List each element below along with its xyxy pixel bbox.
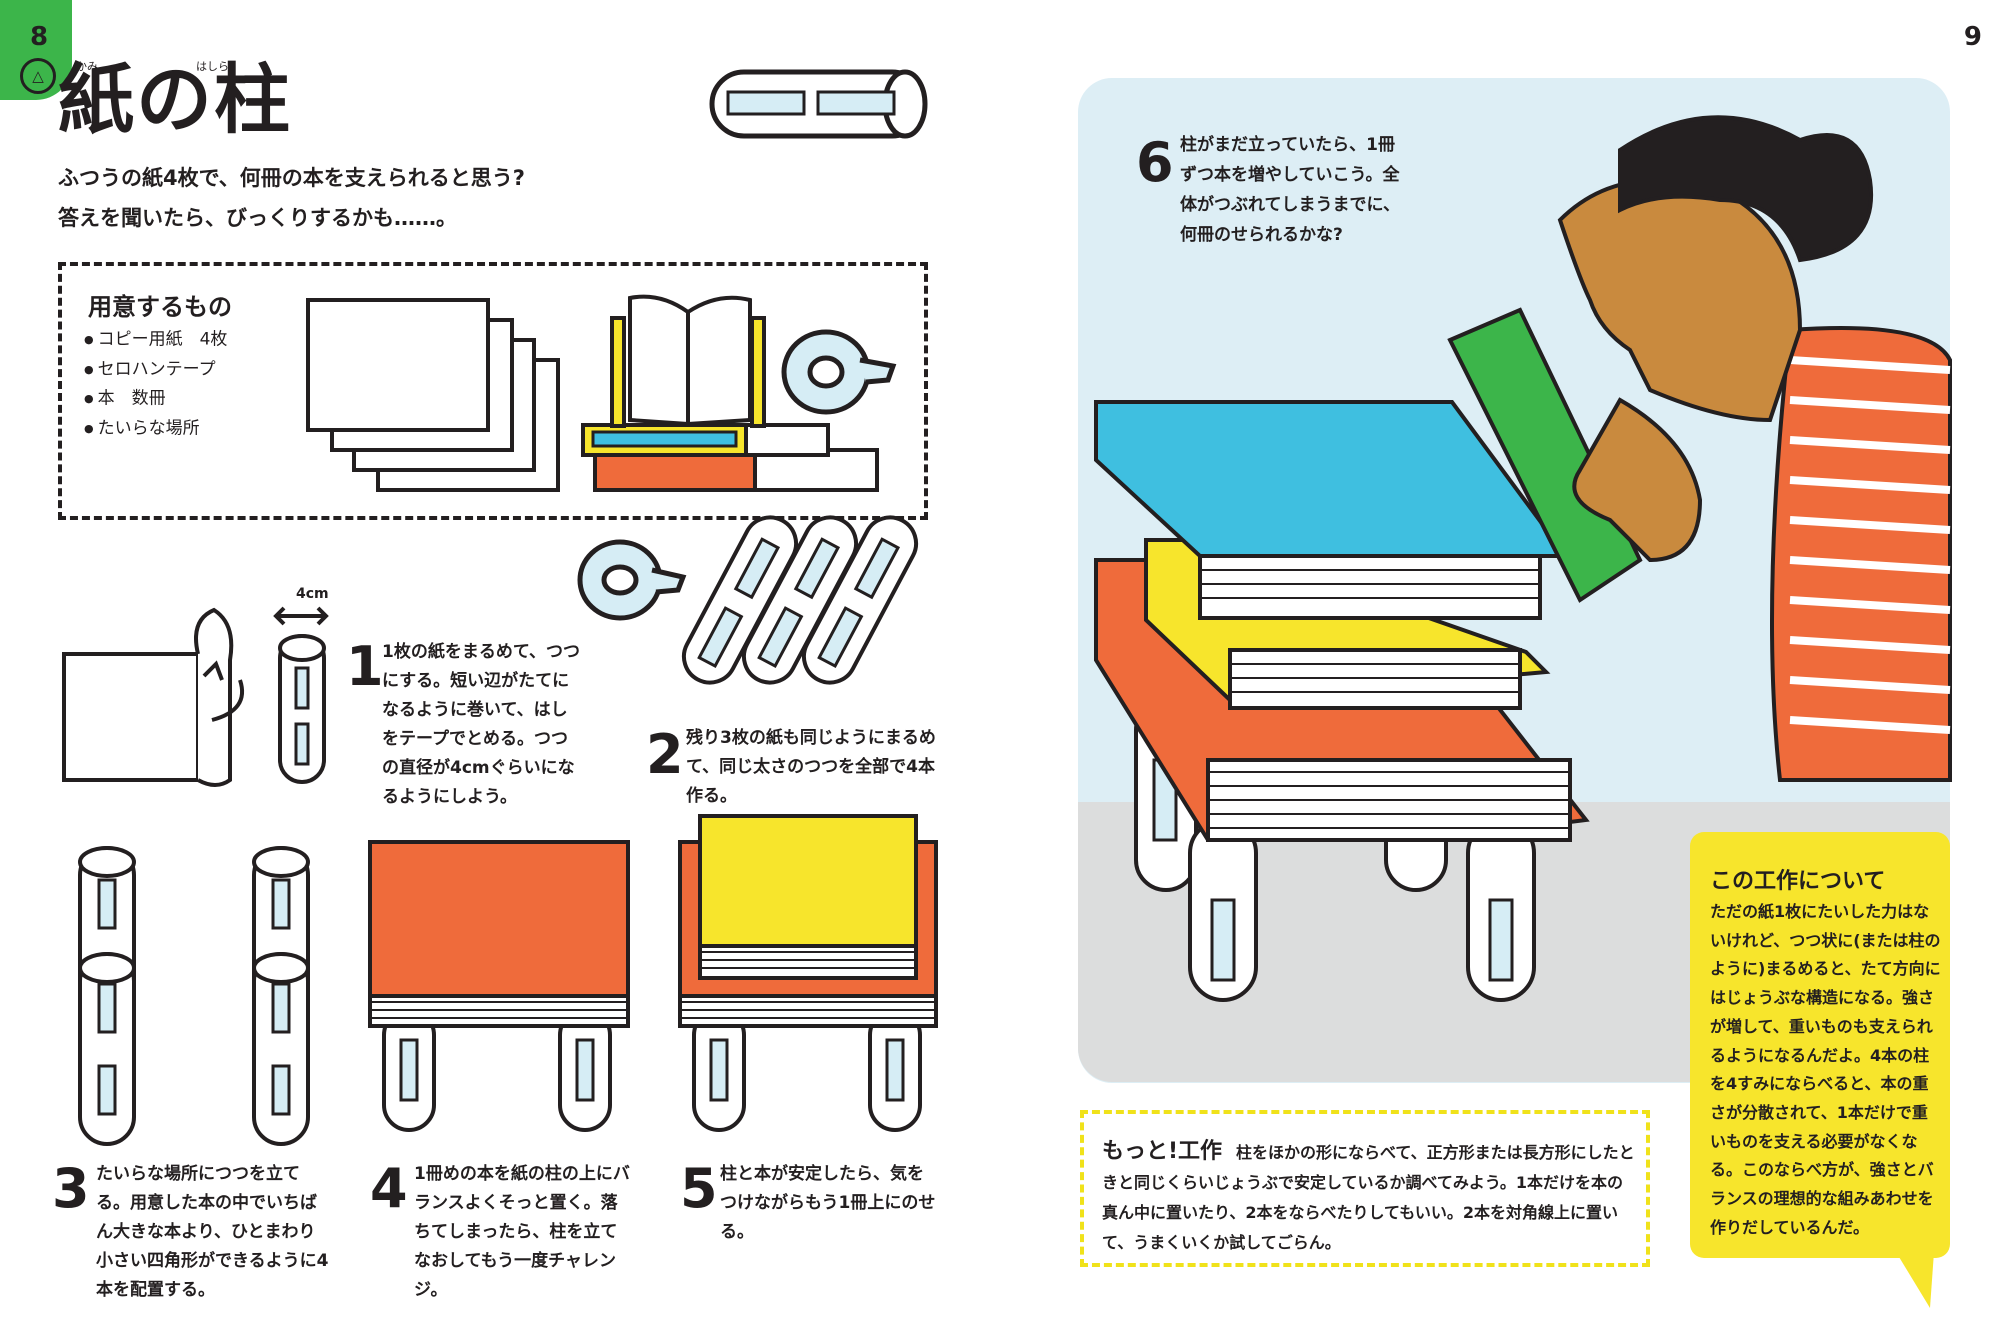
- tape-roll-illustration: [577, 539, 687, 621]
- list-item: コピー用紙 4枚: [84, 325, 228, 355]
- three-tubes-illustration: [681, 515, 919, 685]
- two-books-on-pillars-illustration: [678, 814, 938, 1132]
- title-ruby-hashira: はしら: [196, 60, 229, 73]
- list-item: セロハンテープ: [84, 355, 227, 385]
- step-4-text: 1冊めの本を紙の柱の上にバランスよくそっと置く。落ちてしまったら、柱を立てなおし…: [414, 1164, 630, 1300]
- materials-list: コピー用紙 4枚 セロハンテープ 本 数冊 たいらな場所: [84, 325, 228, 444]
- materials-box: [58, 262, 928, 520]
- step-6-text: 柱がまだ立っていたら、1冊ずつ本を増やしていこう。全体がつぶれてしまうまでに、何…: [1180, 135, 1400, 245]
- page-number-right: 9: [1963, 22, 1982, 52]
- four-tubes-illustration: [78, 846, 310, 1146]
- lead-line-2: 答えを聞いたら、びっくりするかも……。: [58, 206, 457, 230]
- step-2-text: 残り3枚の紙も同じようにまるめて、同じ太さのつつを全部で4本作る。: [686, 728, 936, 806]
- step-1-text: 1枚の紙をまるめて、つつにする。短い辺がたてになるように巻いて、はしをテープでと…: [382, 642, 580, 807]
- step-3-text: たいらな場所につつを立てる。用意した本の中でいちばん大きな本より、ひとまわり小さ…: [96, 1164, 329, 1300]
- title-ruby-kami: かみ: [76, 60, 98, 73]
- step-1-number: 1: [346, 635, 384, 698]
- page-title: 紙の柱: [58, 55, 292, 144]
- single-tube-illustration: [273, 606, 329, 784]
- step-3-number: 3: [52, 1157, 90, 1220]
- measure-label: 4cm: [296, 586, 329, 602]
- page-number-tab-left: 8 △: [0, 0, 72, 100]
- one-book-on-pillars-illustration: [368, 840, 630, 1132]
- lead-text: ふつうの紙4枚で、何冊の本を支えられると思う? 答えを聞いたら、びっくりするかも…: [58, 158, 525, 238]
- about-title: この工作について: [1710, 869, 1886, 894]
- more-craft-text: もっと!工作柱をほかの形にならべて、正方形または長方形にしたときと同じくらいじょ…: [1102, 1137, 1636, 1258]
- books-illustration: [581, 294, 879, 492]
- rolling-paper-illustration: [62, 607, 244, 787]
- list-item: 本 数冊: [84, 384, 227, 414]
- step-5-number: 5: [680, 1157, 718, 1220]
- person-illustration: [1447, 115, 1952, 782]
- step-4-number: 4: [370, 1157, 408, 1220]
- materials-title: 用意するもの: [88, 293, 232, 321]
- more-craft-body: 柱をほかの形にならべて、正方形または長方形にしたときと同じくらいじょうぶで安定し…: [1102, 1143, 1635, 1252]
- more-craft-box: [1080, 1110, 1650, 1267]
- step-6-number: 6: [1136, 131, 1174, 194]
- paper-stack-illustration: [306, 298, 560, 492]
- about-callout: [1690, 832, 1950, 1258]
- big-stack-illustration: [1094, 400, 1590, 1002]
- page-number-left: 8: [30, 22, 49, 52]
- tape-roll-illustration: [781, 329, 897, 415]
- rolled-tube-illustration: [709, 69, 928, 139]
- step-5-text: 柱と本が安定したら、気をつけながらもう1冊上にのせる。: [720, 1164, 936, 1242]
- about-text: ただの紙1枚にたいした力はないけれど、つつ状に(または柱のように)まるめると、た…: [1710, 902, 1941, 1237]
- step-2-number: 2: [646, 723, 684, 786]
- lead-line-1: ふつうの紙4枚で、何冊の本を支えられると思う?: [58, 166, 525, 190]
- shape-icon: △: [20, 58, 56, 94]
- more-craft-title: もっと!工作: [1102, 1139, 1223, 1164]
- list-item: たいらな場所: [84, 414, 227, 444]
